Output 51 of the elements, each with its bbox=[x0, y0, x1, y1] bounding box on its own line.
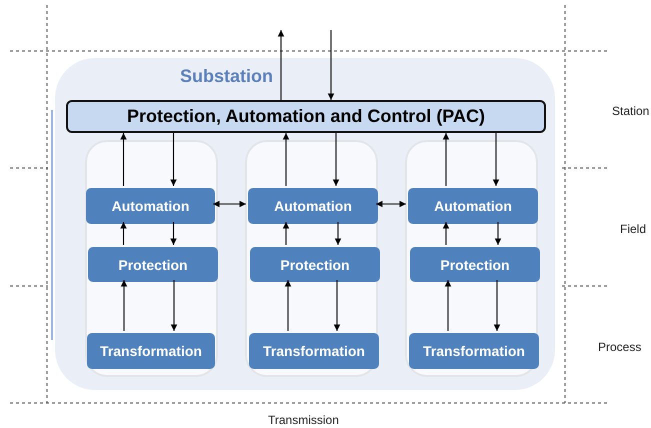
box-label: Automation bbox=[273, 197, 353, 216]
arrow bbox=[334, 280, 340, 331]
function-box bbox=[410, 247, 540, 282]
layer-label: Process bbox=[598, 340, 642, 354]
box-label: Protection bbox=[279, 256, 351, 274]
arrow bbox=[442, 133, 450, 186]
pac-box bbox=[66, 100, 546, 133]
arrow bbox=[282, 222, 290, 245]
arrow bbox=[213, 200, 246, 208]
function-box bbox=[250, 247, 380, 282]
layer-label: Transmission bbox=[268, 413, 339, 427]
layer-label: Field bbox=[620, 222, 646, 236]
box-label: Protection bbox=[117, 256, 189, 274]
arrow bbox=[284, 280, 292, 331]
arrow bbox=[120, 222, 127, 245]
arrow bbox=[120, 280, 128, 331]
arrow bbox=[376, 200, 406, 208]
bay-panel bbox=[245, 140, 378, 377]
function-box bbox=[86, 188, 215, 224]
arrow bbox=[328, 30, 334, 100]
box-label: Transformation bbox=[99, 342, 203, 361]
area-title: Substation bbox=[180, 66, 273, 87]
box-label: Transformation bbox=[262, 342, 366, 361]
box-label: Automation bbox=[110, 197, 190, 216]
bay-panel bbox=[405, 140, 538, 377]
arrow bbox=[442, 222, 450, 245]
box-label: Protection, Automation and Control (PAC) bbox=[126, 105, 486, 128]
function-box bbox=[409, 333, 539, 369]
arrow bbox=[282, 133, 290, 186]
function-box bbox=[249, 333, 379, 369]
substation-area bbox=[55, 58, 555, 390]
function-box bbox=[87, 333, 215, 369]
box-label: Transformation bbox=[422, 342, 526, 361]
arrow bbox=[120, 133, 127, 186]
layer-label: Station bbox=[612, 104, 650, 118]
function-box bbox=[88, 247, 218, 282]
arrow bbox=[170, 222, 177, 245]
function-box bbox=[248, 188, 378, 224]
arrow bbox=[170, 280, 178, 331]
function-box bbox=[408, 188, 538, 224]
arrow bbox=[444, 280, 452, 331]
arrow bbox=[332, 133, 340, 186]
arrow bbox=[494, 222, 502, 245]
arrow bbox=[170, 133, 177, 186]
arrow bbox=[334, 222, 342, 245]
arrow bbox=[492, 133, 500, 186]
arrow bbox=[494, 280, 500, 331]
arrow bbox=[278, 30, 284, 100]
bay-panel bbox=[85, 140, 218, 377]
box-label: Automation bbox=[433, 197, 513, 216]
box-label: Protection bbox=[439, 256, 511, 274]
